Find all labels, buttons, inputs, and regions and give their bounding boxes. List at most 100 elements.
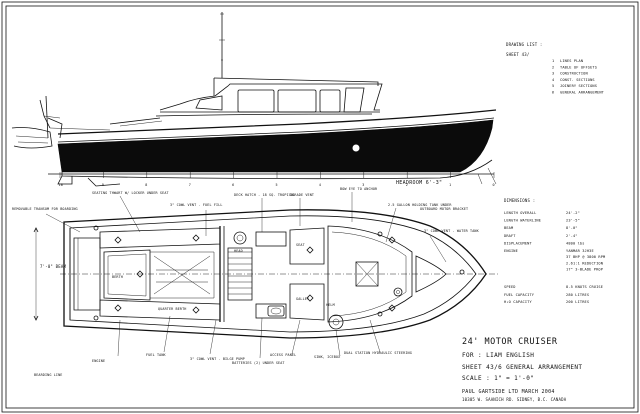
title-block: 24' MOTOR CRUISER FOR : LIAM ENGLISH SHE… [462,337,582,402]
dimension-label: LENGTH WATERLINE [504,219,541,223]
label-bottom-3: 3" COWL VENT - BILGE PUMP [190,357,245,361]
label-anchor-locker: 2.5 GALLON HOLDING TANK UNDER [388,203,452,207]
porthole [352,144,360,152]
station-number: 7 [189,183,191,187]
station-number: 3 [362,183,364,187]
label-side: OUTBOARD MOTOR BRACKET [420,207,468,211]
label-quarter-berth: QUARTER BERTH [158,307,187,311]
drawing-list-no: 5 [552,84,554,88]
fuel-label: FUEL CAPACITY [504,293,535,297]
deck-fitting [306,246,314,254]
hull-outline [63,209,487,339]
beam-arrow-label: 7'-0" BEAM [40,264,66,269]
station-number: 0 [493,183,495,187]
label-bottom-7: DUAL STATION HYDRAULIC STEERING [344,351,412,355]
sheer-line [57,109,497,135]
drawing-list-item: LINES PLAN [560,59,583,63]
label-bow-eye: BOW EYE TO ANCHOR [340,187,378,191]
dimensions-heading: DIMENSIONS : [504,198,535,203]
station-number: 8 [145,183,147,187]
dimension-value: 4800 lbs [566,241,585,245]
title-block-title: 24' MOTOR CRUISER [462,337,558,347]
label-bottom-4: BATTERIES (2) UNDER SEAT [232,361,285,365]
label-bottom-1: ENGINE [92,359,105,363]
deck-fitting [114,236,122,244]
engine-label: ENGINE [504,249,518,253]
label-bottom-5: ACCESS PANEL [270,353,296,357]
station-number: 9 [102,183,104,187]
deck-fitting [192,234,200,242]
deck-fitting [136,270,144,278]
label-transom: REMOVABLE TRANSOM FOR BOARDING [12,207,78,211]
water-label: H₂O CAPACITY [504,300,532,304]
label-left-berth: BERTH [112,275,123,279]
engine-line: YANMAR 3JH3E [566,249,594,253]
inner-frame [5,5,635,409]
label-dorade: DORADE VENT [290,193,314,197]
drawing-list-item: JOINERY SECTIONS [560,84,597,88]
water-value: 200 LITRES [566,300,589,304]
fuel-value: 280 LITRES [566,293,589,297]
label-seating: SEATING THWART W/ LOCKER UNDER SEAT [92,191,169,195]
headroom-label: HEADROOM 6'-3" [396,180,442,186]
cabin-house [159,83,383,111]
station-number: 6 [232,183,234,187]
title-block-scale: SCALE : 1" = 1'-0" [462,375,534,382]
label-head: HEAD [234,249,243,253]
drawing-list-heading: DRAWING LIST : [506,42,543,47]
dimension-value: 2'-4" [566,234,578,238]
label-bottom-2: FUEL TANK [146,353,167,357]
speed-label: SPEED [504,285,516,289]
dimension-value: 8'-0" [566,226,578,230]
station-number: 2 [406,183,408,187]
engine-line: 2.61:1 REDUCTION [566,261,603,265]
label-ladder: DECK HATCH - 18 SQ. TROPICAL [234,193,295,197]
dimensions-table: DIMENSIONS : LENGTH OVERALL 24'-2" LENGTH … [504,198,606,304]
dimension-value: 23'-5" [566,219,580,223]
dimension-label: DISPLACEMENT [504,241,532,245]
drawing-list-no: 1 [552,59,554,63]
label-galley: GALLEY [296,297,309,301]
drawing-list-item: CONSTRUCTION [560,72,588,76]
drawing-list-no: 2 [552,65,554,69]
label-cockpit-vent: 3" COWL VENT - FUEL FILL [170,203,223,207]
drawing-list-item: CONST. SECTIONS [560,78,595,82]
plan-annotations: REMOVABLE TRANSOM FOR BOARDING SEATING T… [12,187,480,377]
station-number: 5 [276,183,278,187]
dimension-label: LENGTH OVERALL [504,211,536,215]
topside-band [57,119,494,173]
title-block-designer: PAUL GARTSIDE LTD MARCH 2004 [462,389,555,395]
engine-line: 37 BHP @ 3800 RPM [566,255,606,259]
drawing-list-sheet: SHEET 43/ [506,52,530,57]
title-block-sheet: SHEET 43/6 GENERAL ARRANGEMENT [462,364,582,371]
deck-fitting [388,304,396,312]
title-block-address: 10305 W. SAANICH RD. SIDNEY, B.C. CANADA [462,397,567,402]
label-seat: SEAT [296,243,305,247]
deck-fitting [306,294,314,302]
dimension-label: DRAFT [504,234,516,238]
dimension-value: 24'-2" [566,211,580,215]
plan-view: 7'-0" BEAM [33,192,500,359]
deck-fitting [114,304,122,312]
engine-line: 17" 3-BLADE PROP [566,268,603,272]
station-number: 1 [449,183,451,187]
drawing-list-item: TABLE OF OFFSETS [560,65,597,69]
label-bottom-6: SINK, ICEBOX [314,355,341,359]
deck-fitting [388,236,396,244]
station-number: 4 [319,183,321,187]
drawing-list: DRAWING LIST : SHEET 43/ 1 LINES PLAN 2 TAB… [506,42,604,95]
station-number: 10 [59,183,63,187]
label-helm: HELM [326,303,335,307]
speed-value: 8.5 KNOTS CRUISE [566,285,603,289]
label-bow-vent: 3" COWL VENT - WATER TANK [424,229,480,233]
beam-arrow: 7'-0" BEAM [33,227,66,321]
deck-fitting [192,306,200,314]
drawing-list-no: 3 [552,72,554,76]
label-bearding: BEARDING LINE [34,373,63,377]
dimension-label: BEAM [504,226,514,230]
drawing-list-no: 6 [552,91,554,95]
